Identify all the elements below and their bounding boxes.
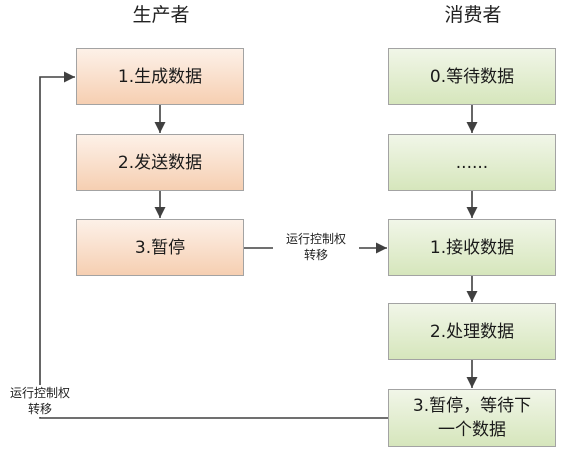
consumer-step-pause-wait-label: 3.暂停，等待下 一个数据	[412, 396, 532, 440]
arrow-transfer-to-producer	[39, 71, 388, 419]
consumer-title: 消费者	[444, 4, 502, 26]
consumer-step-process: 2.处理数据	[388, 303, 556, 360]
consumer-step-wait: 0.等待数据	[388, 48, 556, 105]
consumer-step-receive: 1.接收数据	[388, 219, 556, 276]
consumer-step-pause-wait: 3.暂停，等待下 一个数据	[388, 389, 556, 447]
producer-step-send: 2.发送数据	[76, 134, 244, 191]
consumer-step-ellipsis: ......	[388, 134, 556, 191]
control-transfer-label-right: 运行控制权 转移	[273, 231, 359, 263]
producer-title: 生产者	[132, 4, 190, 26]
producer-step-pause: 3.暂停	[76, 219, 244, 276]
producer-step-generate: 1.生成数据	[76, 48, 244, 105]
control-transfer-label-left: 运行控制权 转移	[0, 385, 80, 417]
